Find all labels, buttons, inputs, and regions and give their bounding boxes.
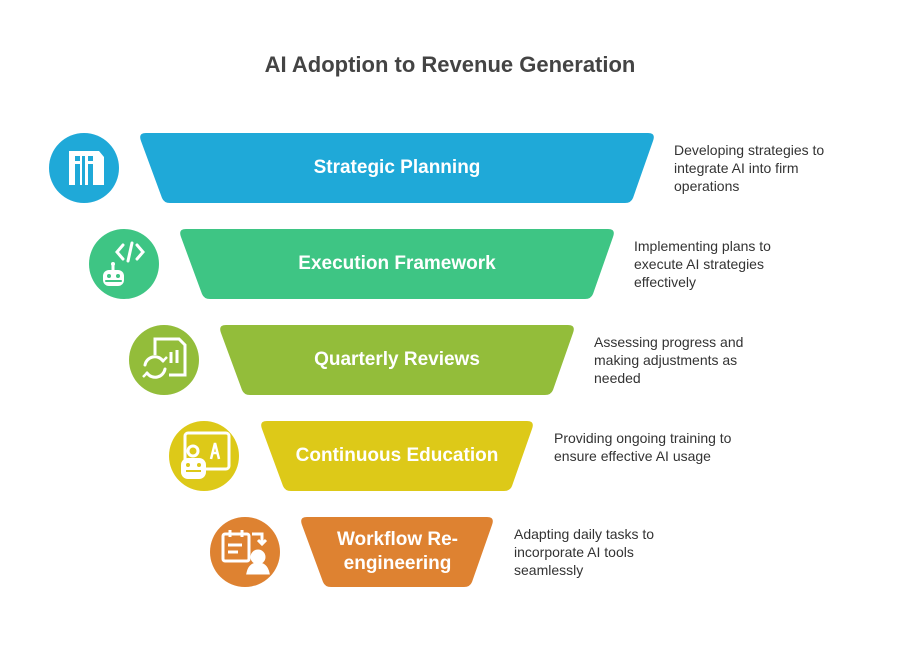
funnel-band-strategic-planning (140, 133, 654, 203)
robot-code-icon (89, 229, 159, 299)
report-refresh-icon (129, 325, 199, 395)
stage-label: Quarterly Reviews (314, 349, 480, 370)
funnel-band-continuous-education (261, 421, 533, 491)
stage-description: Developing strategies to integrate AI in… (674, 142, 825, 194)
stage-description: Assessing progress and making adjustment… (594, 334, 744, 386)
robot-teacher-icon (169, 421, 239, 491)
stage-label: Workflow Re-engineering (336, 529, 459, 574)
stage-description: Implementing plans to execute AI strateg… (634, 238, 771, 290)
stage-label: Strategic Planning (313, 157, 481, 178)
stage-description: Providing ongoing training to ensure eff… (554, 430, 732, 464)
funnel-band-execution-framework (180, 229, 614, 299)
stage-label: Execution Framework (298, 253, 496, 274)
stage-label: Continuous Education (295, 445, 499, 466)
funnel-band-workflow-reengineering (301, 517, 493, 587)
diagram-title: AI Adoption to Revenue Generation (264, 52, 636, 77)
stage-description: Adapting daily tasks to incorporate AI t… (514, 526, 655, 578)
calendar-person-icon (210, 517, 280, 587)
funnel-band-quarterly-reviews (220, 325, 574, 395)
building-icon (49, 133, 119, 203)
